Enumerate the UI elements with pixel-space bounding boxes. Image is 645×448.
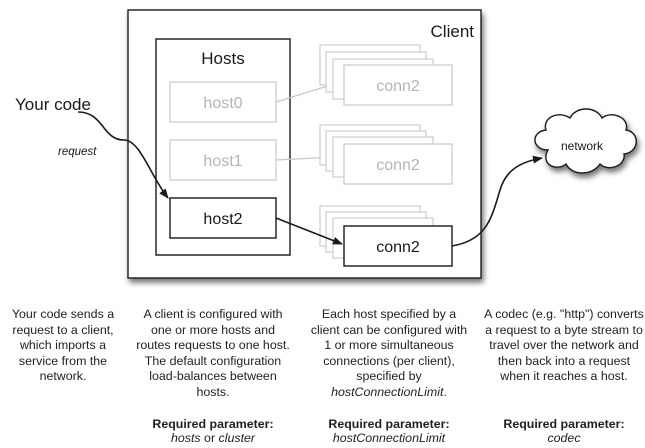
client-label: Client [431, 22, 475, 41]
description-connections-text: Each host specified by a client can be c… [310, 307, 468, 384]
conn-stack-2 [319, 205, 453, 267]
architecture-diagram: Client Hosts host0 host1 host2 conn2 con… [15, 9, 637, 279]
network-label: network [561, 139, 604, 153]
required-connections-value: hostConnectionLimit [332, 431, 446, 445]
host0-box [169, 81, 277, 123]
host1-label: host1 [203, 153, 242, 170]
required-codec: Required parameter: codec [484, 417, 644, 445]
conn-stack-0 [319, 44, 453, 106]
request-arrow [77, 111, 169, 199]
host0-label: host0 [203, 95, 242, 112]
required-connections-heading: Required parameter: [328, 417, 450, 431]
required-client-heading: Required parameter: [152, 417, 274, 431]
required-client-cluster: cluster [218, 431, 256, 445]
your-code-label: Your code [15, 95, 91, 114]
host2-box [169, 197, 277, 239]
description-your-code: Your code sends a request to a client, w… [11, 307, 115, 384]
host2-to-conn-arrow [275, 217, 343, 245]
request-label: request [58, 146, 97, 158]
required-codec-value: codec [547, 431, 581, 445]
required-client: Required parameter: hosts or cluster [135, 417, 291, 445]
description-connections-param: hostConnectionLimit [331, 384, 444, 399]
conn-stack-0-label: conn2 [376, 78, 420, 95]
hosts-label: Hosts [201, 49, 244, 68]
network-cloud-icon [534, 108, 637, 174]
required-connections: Required parameter: hostConnectionLimit [306, 417, 472, 445]
description-codec: A codec (e.g. "http") converts a request… [484, 307, 644, 384]
required-client-or: or [204, 431, 216, 445]
host0-connector [275, 83, 335, 103]
description-client: A client is configured with one or more … [136, 307, 290, 399]
conn-stack-1 [319, 124, 453, 185]
description-connections: Each host specified by a client can be c… [306, 307, 472, 401]
required-client-hosts: hosts [170, 431, 201, 445]
required-codec-heading: Required parameter: [503, 417, 625, 431]
description-connections-end: . [443, 384, 447, 399]
host2-label: host2 [203, 211, 242, 228]
network-arrow [451, 155, 543, 247]
conn-stack-2-label: conn2 [376, 239, 420, 256]
conn-stack-1-label: conn2 [376, 157, 420, 174]
